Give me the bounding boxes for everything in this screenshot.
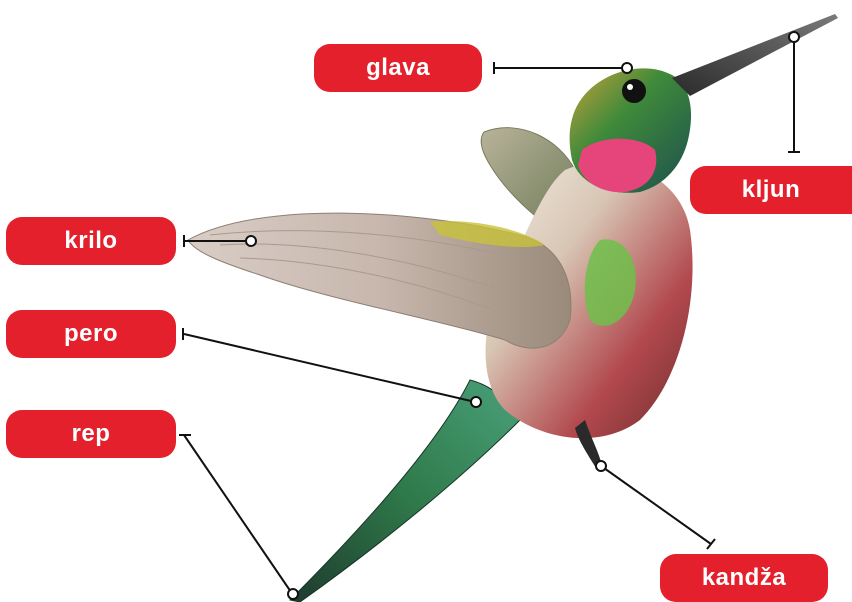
- label-rep: rep: [6, 410, 176, 458]
- kandza-leader: [604, 468, 711, 544]
- eye: [622, 79, 646, 103]
- label-glava: glava: [314, 44, 482, 92]
- eye-highlight: [627, 84, 633, 90]
- label-krilo: krilo: [6, 217, 176, 265]
- pero-leader-dot: [471, 397, 481, 407]
- beak-shape: [672, 14, 838, 96]
- kandza-leader-tick: [707, 539, 715, 549]
- krilo-leader-dot: [246, 236, 256, 246]
- label-kljun: kljun: [690, 166, 852, 214]
- hummingbird-image: [188, 14, 838, 602]
- kandza-leader-dot: [596, 461, 606, 471]
- label-kandza: kandža: [660, 554, 828, 602]
- rep-leader: [184, 435, 291, 592]
- tail-shape: [290, 380, 520, 602]
- label-pero: pero: [6, 310, 176, 358]
- pero-leader: [184, 334, 471, 401]
- glava-leader-dot: [622, 63, 632, 73]
- rep-leader-dot: [288, 589, 298, 599]
- kljun-leader-dot: [789, 32, 799, 42]
